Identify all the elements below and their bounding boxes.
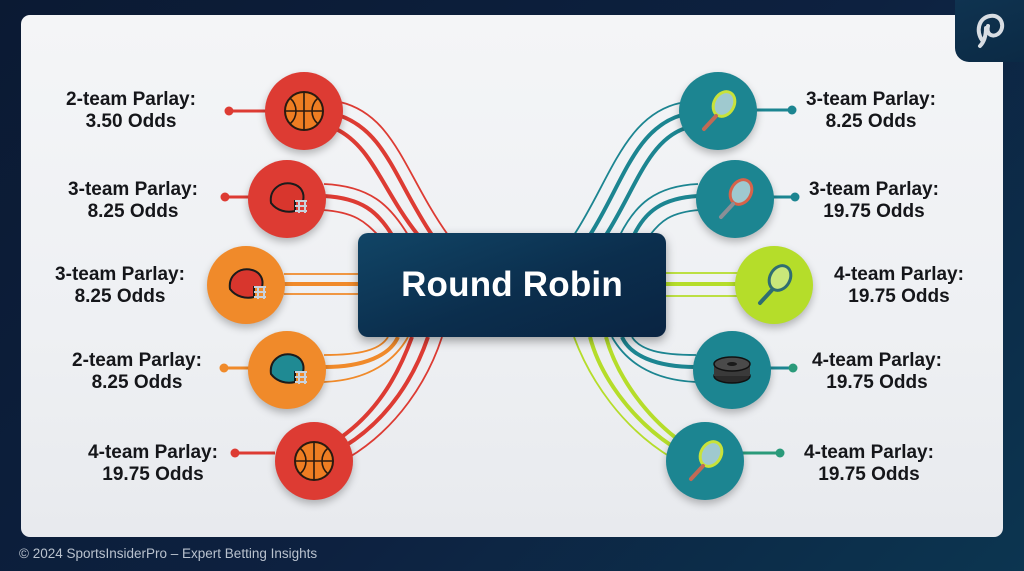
right-stems bbox=[742, 105, 800, 458]
tennis-racket-icon bbox=[719, 178, 754, 219]
football-helmet-icon bbox=[269, 182, 307, 213]
basketball-icon bbox=[284, 91, 324, 131]
right-node-4 bbox=[693, 331, 771, 409]
right-bundles bbox=[573, 102, 740, 459]
left-node-1 bbox=[265, 72, 343, 150]
basketball-icon bbox=[294, 441, 334, 481]
right-node-1 bbox=[679, 72, 757, 150]
footer-copyright: © 2024 SportsInsiderPro – Expert Betting… bbox=[19, 546, 318, 561]
left-node-5 bbox=[275, 422, 353, 500]
left-label-4: 2-team Parlay: 8.25 Odds bbox=[72, 350, 202, 393]
left-label-3: 3-team Parlay: 8.25 Odds bbox=[55, 264, 185, 307]
right-label-5: 4-team Parlay: 19.75 Odds bbox=[804, 442, 934, 485]
tennis-racket-icon bbox=[702, 90, 737, 131]
football-helmet-icon bbox=[228, 268, 266, 299]
brand-logo-tab bbox=[955, 0, 1024, 62]
right-label-1: 3-team Parlay: 8.25 Odds bbox=[806, 89, 936, 132]
right-label-2: 3-team Parlay: 19.75 Odds bbox=[809, 179, 939, 222]
right-label-3: 4-team Parlay: 19.75 Odds bbox=[834, 264, 964, 307]
hockey-puck-icon bbox=[713, 356, 751, 384]
tennis-racket-icon bbox=[689, 440, 724, 481]
left-label-5: 4-team Parlay: 19.75 Odds bbox=[88, 442, 218, 485]
right-node-2 bbox=[696, 160, 774, 238]
brand-swirl-logo-icon bbox=[976, 13, 1005, 48]
left-node-2 bbox=[248, 160, 326, 238]
left-node-3 bbox=[207, 246, 285, 324]
round-robin-title: Round Robin bbox=[401, 265, 623, 304]
left-bundles bbox=[284, 101, 449, 459]
right-label-4: 4-team Parlay: 19.75 Odds bbox=[812, 350, 942, 393]
tennis-racket-icon bbox=[758, 264, 793, 305]
round-robin-box: Round Robin bbox=[358, 233, 666, 337]
left-label-2: 3-team Parlay: 8.25 Odds bbox=[68, 179, 198, 222]
football-helmet-icon bbox=[269, 353, 307, 384]
right-node-5 bbox=[666, 422, 744, 500]
left-node-4 bbox=[248, 331, 326, 409]
left-stems bbox=[219, 106, 275, 458]
left-label-1: 2-team Parlay: 3.50 Odds bbox=[66, 89, 196, 132]
right-node-3 bbox=[735, 246, 813, 324]
